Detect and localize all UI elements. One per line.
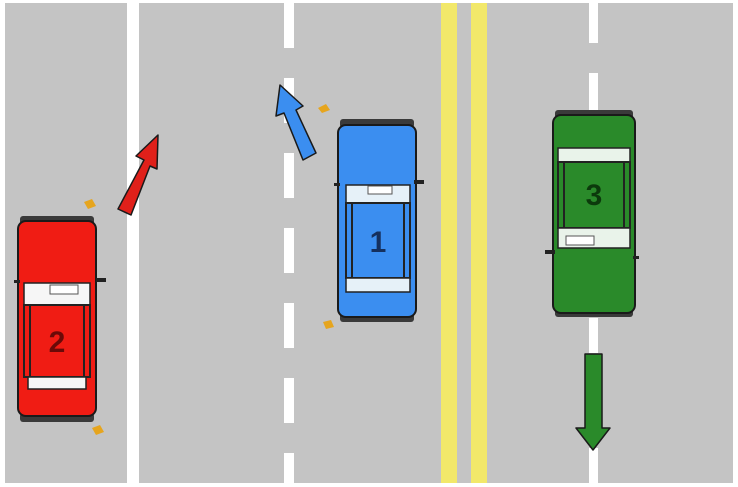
center-line-left [441, 3, 457, 483]
car-3: 3 [545, 110, 639, 317]
lane-line-left [127, 3, 139, 483]
car-1-number: 1 [370, 226, 387, 259]
car-2: 2 [14, 199, 106, 435]
car-3-number: 3 [586, 179, 603, 212]
car-2-number: 2 [49, 326, 66, 359]
center-line-right [471, 3, 487, 483]
